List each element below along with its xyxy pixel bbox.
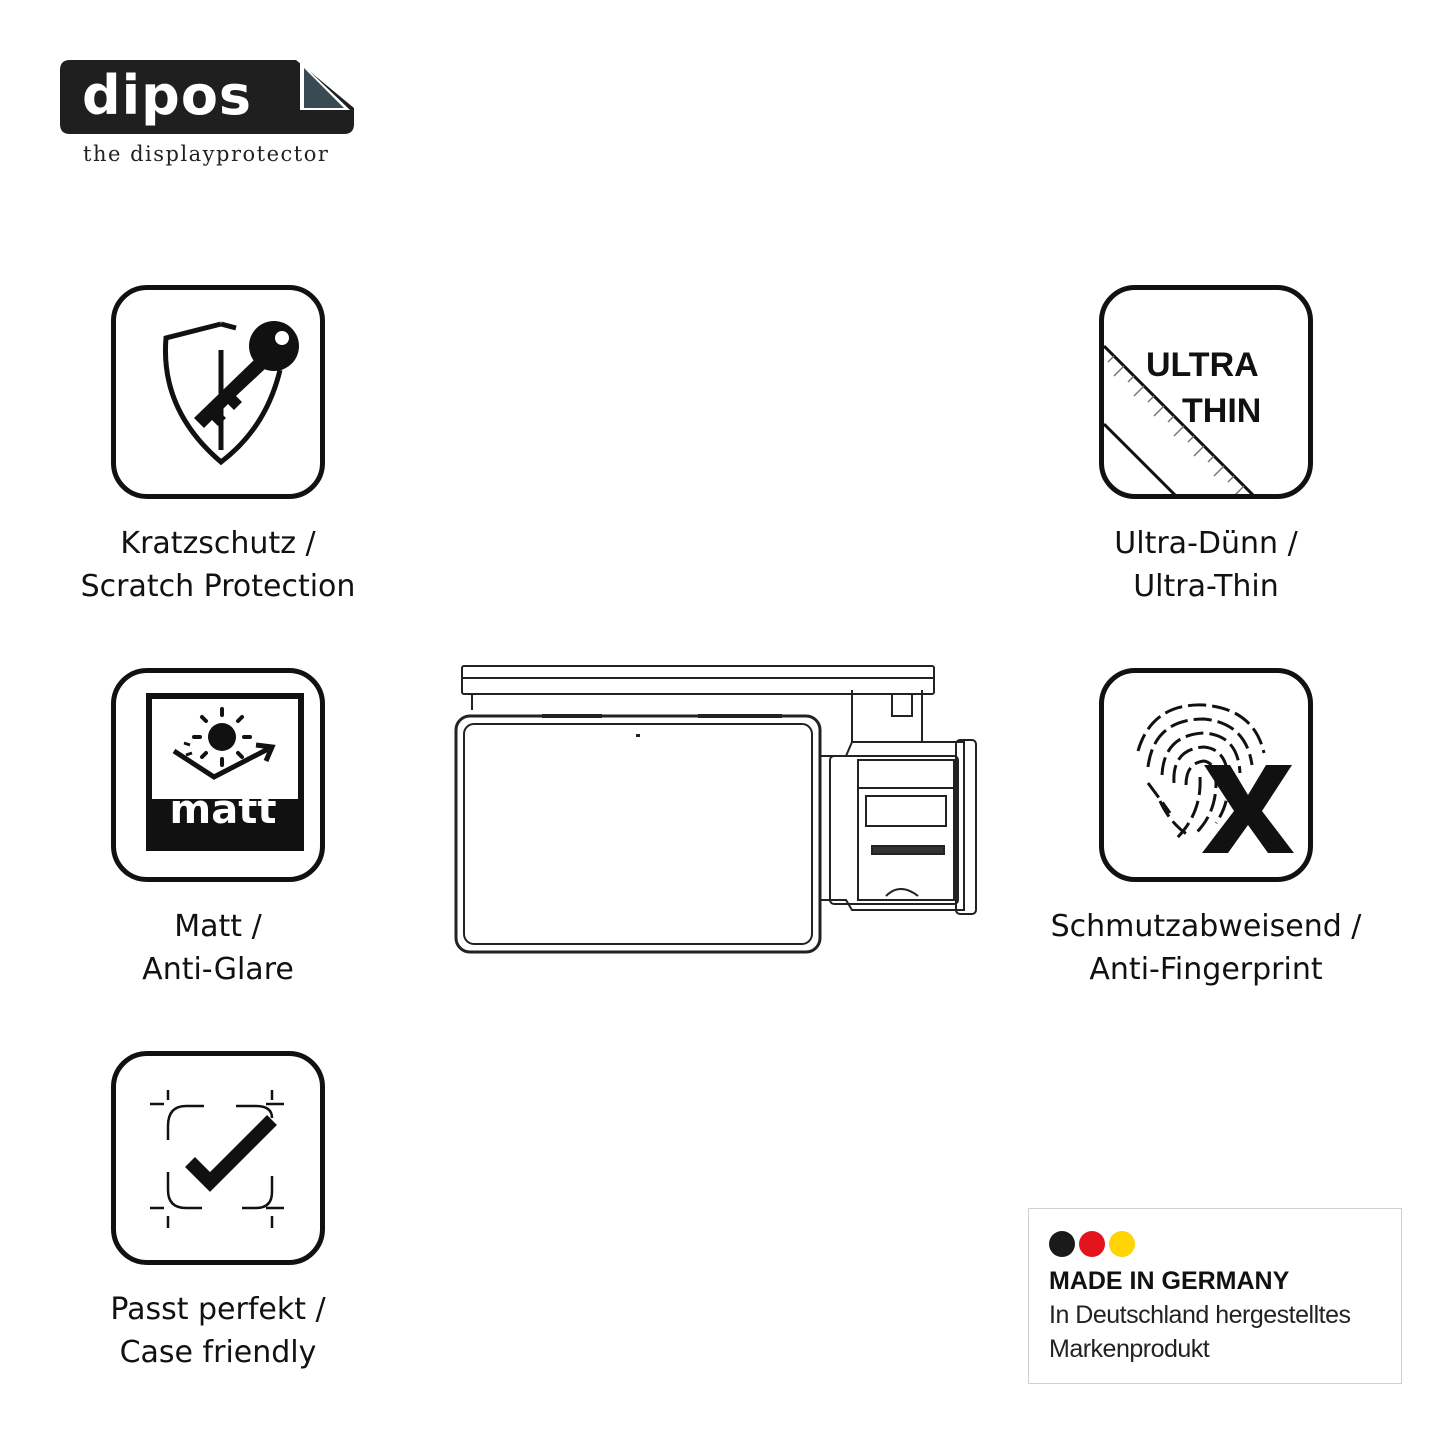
- caption-line: Schmutzabweisend /: [1050, 909, 1362, 944]
- anti-fingerprint-caption: Schmutzabweisend / Anti-Fingerprint: [1006, 905, 1406, 991]
- matt-label: matt: [169, 787, 277, 833]
- matt-caption: Matt / Anti-Glare: [18, 905, 418, 991]
- case-friendly-caption: Passt perfekt / Case friendly: [18, 1288, 418, 1374]
- logo-badge-shape: [60, 60, 354, 134]
- caption-line: Case friendly: [119, 1335, 317, 1370]
- anti-fingerprint-tile: [1099, 668, 1313, 882]
- dipos-logo: dipos: [60, 60, 354, 134]
- caption-line: Matt /: [174, 909, 262, 944]
- matt-tile: matt: [111, 668, 325, 882]
- scratch-protection-tile: [111, 285, 325, 499]
- made-in-germany-line2: Markenprodukt: [1049, 1335, 1210, 1363]
- red-dot-icon: [1079, 1231, 1105, 1257]
- made-in-germany-badge: MADE IN GERMANY In Deutschland hergestel…: [1028, 1208, 1402, 1384]
- thin-label: THIN: [1182, 392, 1262, 430]
- caption-line: Ultra-Dünn /: [1114, 526, 1298, 561]
- ultra-thin-tile: ULTRA THIN: [1099, 285, 1313, 499]
- caption-line: Anti-Fingerprint: [1089, 952, 1323, 987]
- shield-key-icon: [162, 321, 299, 466]
- device-illustration: [454, 665, 977, 954]
- ultra-thin-caption: Ultra-Dünn / Ultra-Thin: [1006, 522, 1406, 608]
- sun-matt-icon: [146, 693, 304, 851]
- fingerprint-x-icon: [1136, 703, 1294, 853]
- case-friendly-tile: [111, 1051, 325, 1265]
- ultra-thin-ruler-icon: [1104, 344, 1255, 494]
- pos-terminal-drawing: [452, 660, 982, 960]
- caption-line: Scratch Protection: [80, 569, 356, 604]
- made-in-germany-line1: In Deutschland hergestelltes: [1049, 1301, 1351, 1329]
- gold-dot-icon: [1109, 1231, 1135, 1257]
- caption-line: Ultra-Thin: [1133, 569, 1279, 604]
- made-in-germany-title: MADE IN GERMANY: [1049, 1267, 1290, 1295]
- scratch-protection-caption: Kratzschutz / Scratch Protection: [18, 522, 418, 608]
- brand-name: dipos: [82, 64, 253, 127]
- caption-line: Anti-Glare: [142, 952, 294, 987]
- brand-tagline: the displayprotector: [83, 142, 330, 166]
- black-dot-icon: [1049, 1231, 1075, 1257]
- caption-line: Passt perfekt /: [110, 1292, 326, 1327]
- ultra-label: ULTRA: [1146, 346, 1259, 384]
- case-check-icon: [150, 1090, 284, 1228]
- caption-line: Kratzschutz /: [120, 526, 316, 561]
